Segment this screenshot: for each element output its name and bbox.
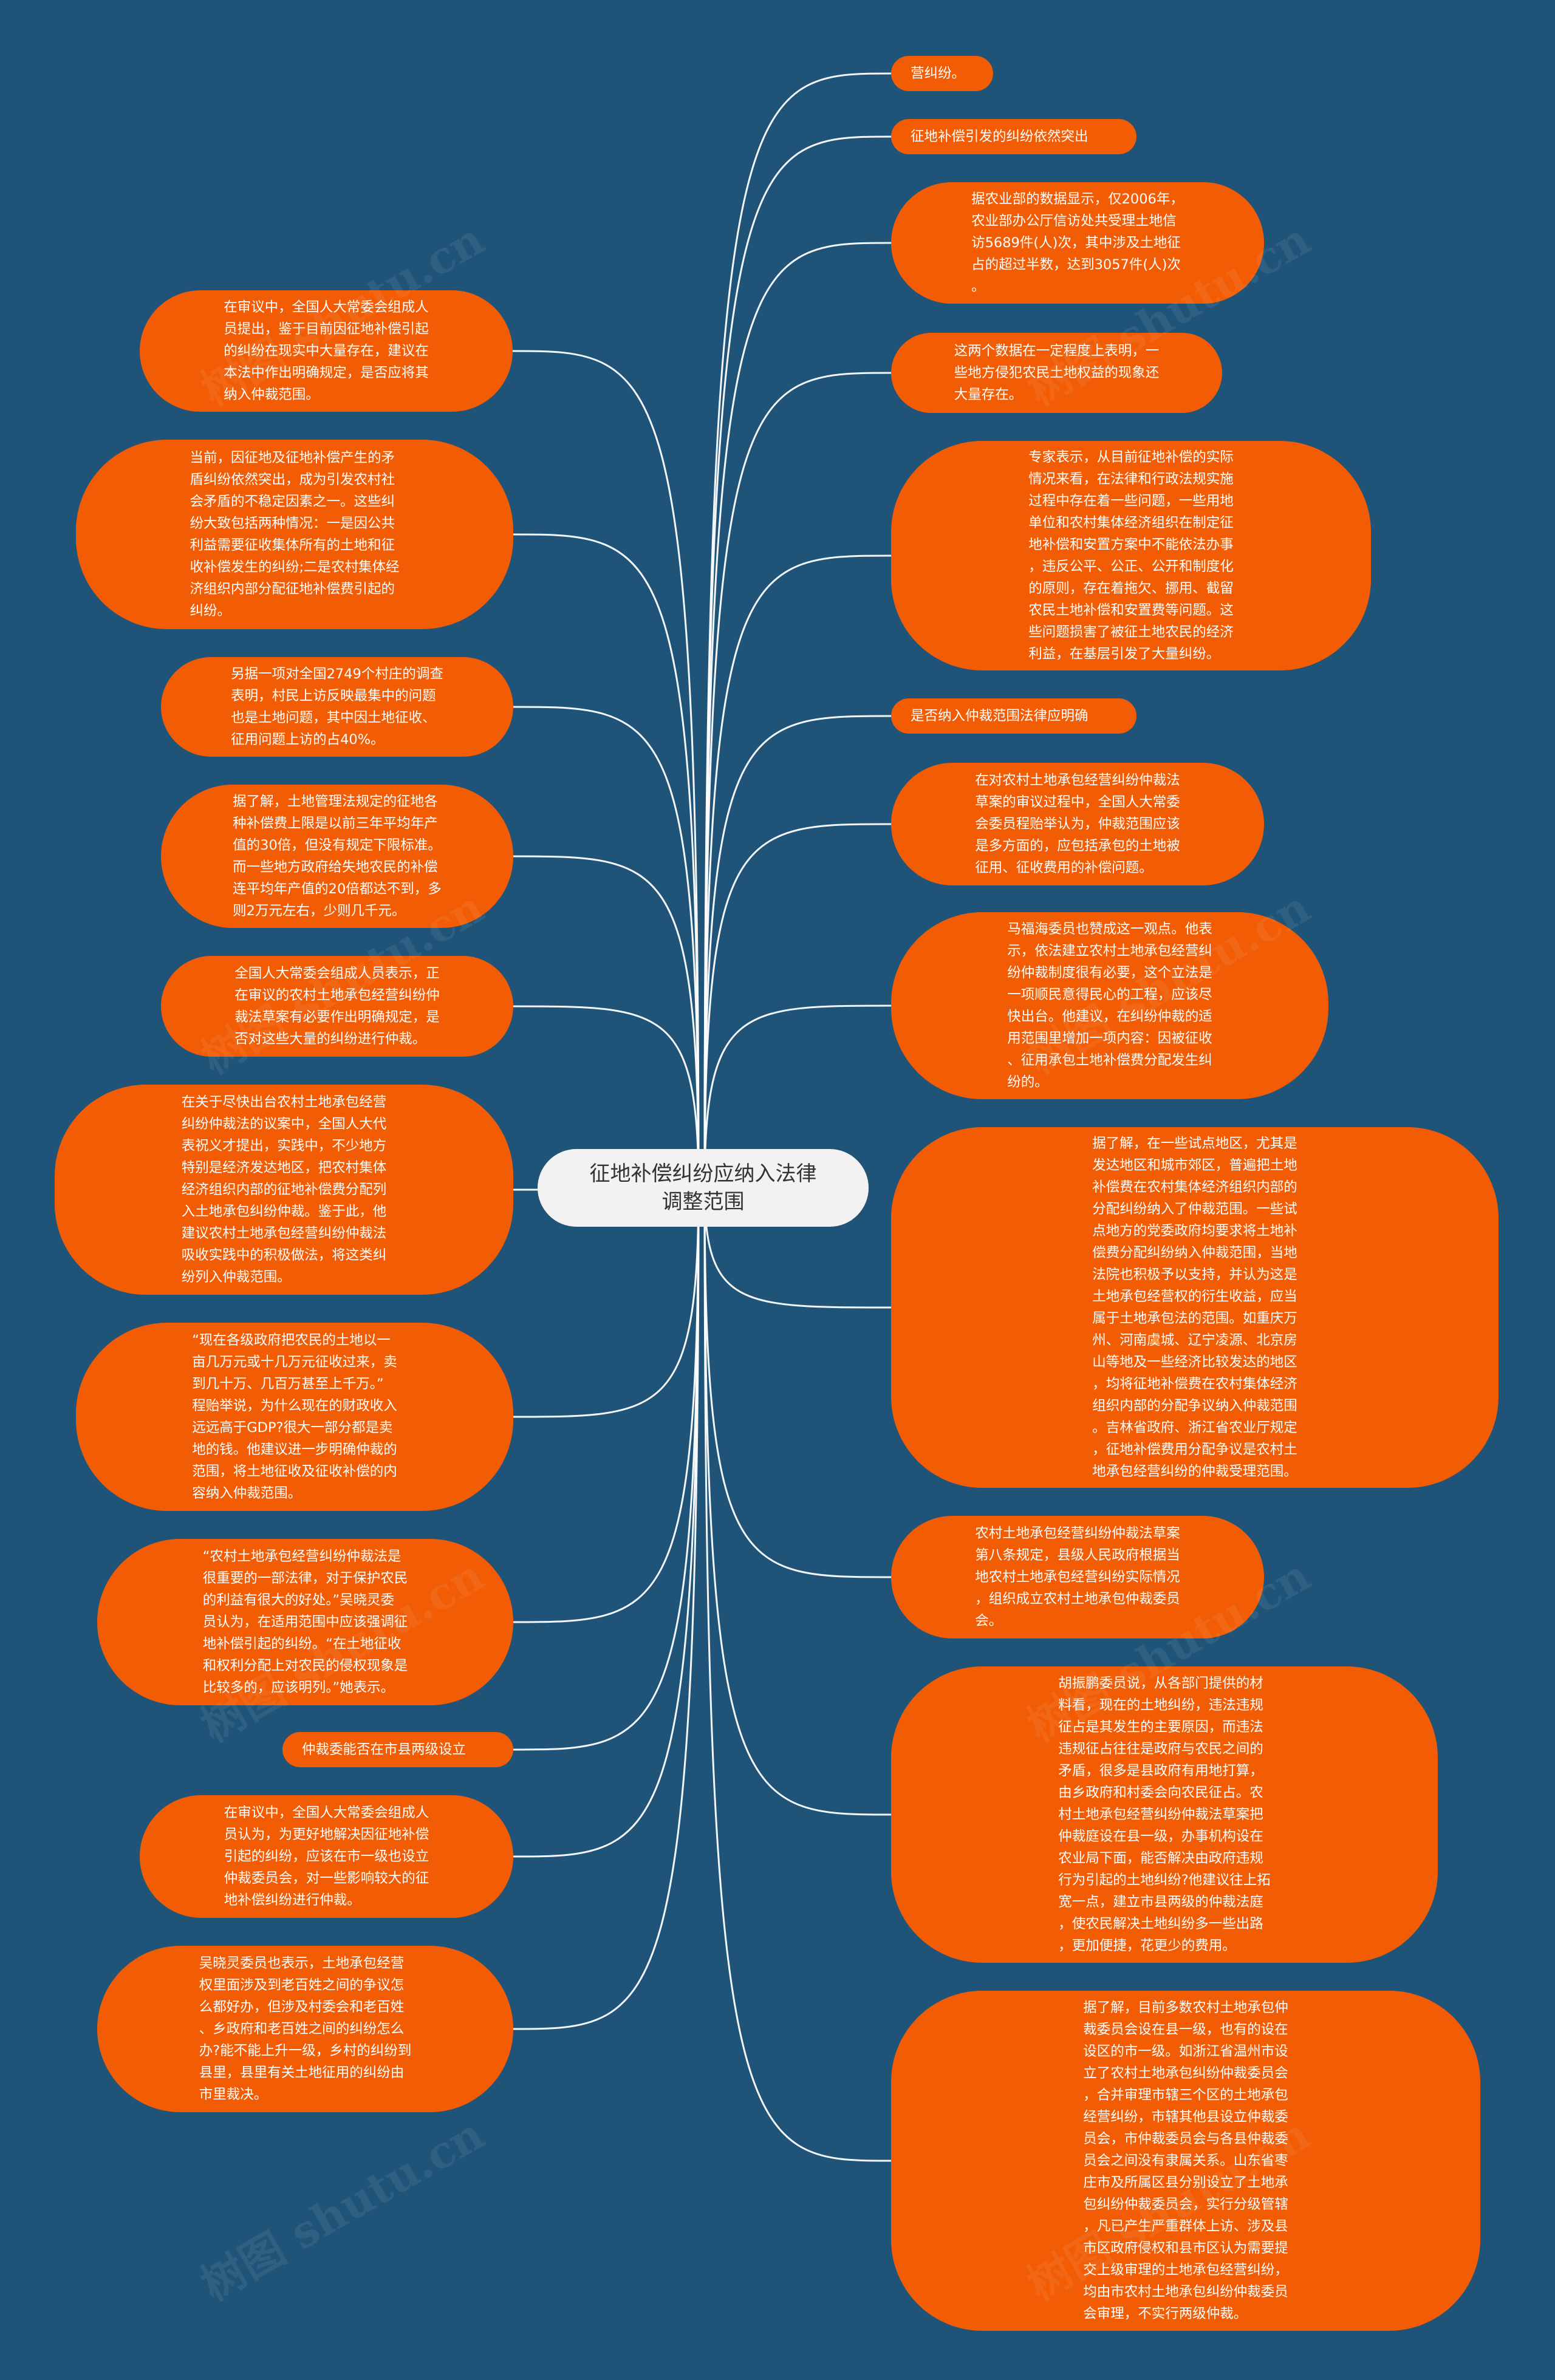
detail-node-text: “农村土地承包经营纠纷仲裁法是 很重要的一部法律，对于保护农民 的利益有很大的好… bbox=[202, 1549, 408, 1696]
detail-node[interactable]: 据了解，土地管理法规定的征地各 种补偿费上限是以前三年平均年产 值的30倍，但没… bbox=[161, 785, 513, 928]
detail-node[interactable]: 在审议中，全国人大常委会组成人 员提出，鉴于目前因征地补偿引起 的纠纷在现实中大… bbox=[140, 290, 513, 412]
detail-node[interactable]: 据了解，在一些试点地区，尤其是 发达地区和城市郊区，普遍把土地 补偿费在农村集体… bbox=[891, 1127, 1499, 1488]
connector-line bbox=[703, 1187, 892, 1578]
detail-node-text: “现在各级政府把农民的土地以一 亩几万元或十几万元征收过来，卖 到几十万、几百万… bbox=[192, 1332, 397, 1501]
connector-line bbox=[703, 1004, 892, 1188]
detail-node-text: 据了解，在一些试点地区，尤其是 发达地区和城市郊区，普遍把土地 补偿费在农村集体… bbox=[1092, 1136, 1297, 1479]
detail-node[interactable]: 马福海委员也赞成这一观点。他表 示，依法建立农村土地承包经营纠 纷仲裁制度很有必… bbox=[891, 912, 1328, 1099]
connector-line bbox=[513, 855, 700, 1188]
connector-line bbox=[513, 1187, 700, 1858]
detail-node-text: 在审议中，全国人大常委会组成人 员认为，为更好地解决因征地补偿 引起的纠纷，应该… bbox=[224, 1805, 429, 1908]
connector-line bbox=[703, 1187, 892, 1816]
detail-node[interactable]: 在关于尽快出台农村土地承包经营 纠纷仲裁法的议案中，全国人大代 表祝义才提出，实… bbox=[55, 1085, 513, 1295]
central-topic[interactable]: 征地补偿纠纷应纳入法律 调整范围 bbox=[538, 1149, 869, 1227]
connector-line bbox=[703, 72, 892, 1188]
detail-node[interactable]: 全国人大常委会组成人员表示，正 在审议的农村土地承包经营纠纷仲 裁法草案有必要作… bbox=[161, 956, 513, 1057]
central-topic-label: 征地补偿纠纷应纳入法律 调整范围 bbox=[589, 1162, 817, 1214]
detail-node-text: 吴晓灵委员也表示，土地承包经营 权里面涉及到老百姓之间的争议怎 么都好办，但涉及… bbox=[199, 1955, 412, 2102]
detail-node[interactable]: 专家表示，从目前征地补偿的实际 情况来看，在法律和行政法规实施 过程中存在着一些… bbox=[891, 441, 1371, 670]
detail-node-text: 农村土地承包经营纠纷仲裁法草案 第八条规定，县级人民政府根据当 地农村土地承包经… bbox=[975, 1526, 1180, 1629]
detail-node-text: 全国人大常委会组成人员表示，正 在审议的农村土地承包经营纠纷仲 裁法草案有必要作… bbox=[234, 966, 440, 1047]
connector-line bbox=[703, 1187, 892, 1309]
topic-node[interactable]: 征地补偿引发的纠纷依然突出 bbox=[891, 119, 1136, 154]
detail-node[interactable]: 农村土地承包经营纠纷仲裁法草案 第八条规定，县级人民政府根据当 地农村土地承包经… bbox=[891, 1516, 1264, 1638]
topic-node[interactable]: 是否纳入仲裁范围法律应明确 bbox=[891, 698, 1136, 734]
connector-line bbox=[703, 135, 892, 1188]
detail-node[interactable]: 吴晓灵委员也表示，土地承包经营 权里面涉及到老百姓之间的争议怎 么都好办，但涉及… bbox=[97, 1946, 513, 2112]
connector-line bbox=[513, 706, 700, 1188]
detail-node-text: 马福海委员也赞成这一观点。他表 示，依法建立农村土地承包经营纠 纷仲裁制度很有必… bbox=[1007, 921, 1212, 1090]
topic-node-text: 是否纳入仲裁范围法律应明确 bbox=[911, 708, 1088, 724]
connector-line bbox=[703, 823, 892, 1188]
detail-node[interactable]: 在对农村土地承包经营纠纷仲裁法 草案的审议过程中，全国人大常委 会委员程贻举认为… bbox=[891, 763, 1264, 885]
detail-node[interactable]: “农村土地承包经营纠纷仲裁法是 很重要的一部法律，对于保护农民 的利益有很大的好… bbox=[97, 1539, 513, 1705]
connector-line bbox=[513, 1005, 700, 1188]
detail-node[interactable]: “现在各级政府把农民的土地以一 亩几万元或十几万元征收过来，卖 到几十万、几百万… bbox=[76, 1323, 513, 1511]
detail-node-text: 这两个数据在一定程度上表明，一 些地方侵犯农民土地权益的现象还 大量存在。 bbox=[954, 343, 1160, 403]
detail-node-text: 据了解，土地管理法规定的征地各 种补偿费上限是以前三年平均年产 值的30倍，但没… bbox=[233, 794, 442, 919]
topic-node-text: 征地补偿引发的纠纷依然突出 bbox=[911, 129, 1088, 145]
detail-node[interactable]: 据农业部的数据显示，仅2006年， 农业部办公厅信访处共受理土地信 访5689件… bbox=[891, 182, 1264, 304]
detail-node-text: 据了解，目前多数农村土地承包仲 裁委员会设在县一级，也有的设在 设区的市一级。如… bbox=[1083, 2000, 1288, 2322]
connector-line bbox=[703, 372, 892, 1188]
detail-node[interactable]: 据了解，目前多数农村土地承包仲 裁委员会设在县一级，也有的设在 设区的市一级。如… bbox=[891, 1991, 1480, 2331]
detail-node[interactable]: 另据一项对全国2749个村庄的调查 表明，村民上访反映最集中的问题 也是土地问题… bbox=[161, 657, 513, 757]
detail-node[interactable]: 这两个数据在一定程度上表明，一 些地方侵犯农民土地权益的现象还 大量存在。 bbox=[891, 333, 1222, 413]
detail-node[interactable]: 胡振鹏委员说，从各部门提供的材 料看，现在的土地纠纷，违法违规 征占是其发生的主… bbox=[891, 1666, 1438, 1963]
connector-line bbox=[513, 1187, 700, 2030]
connector-line bbox=[513, 533, 700, 1188]
connector-line bbox=[513, 1187, 700, 1623]
detail-node-text: 在审议中，全国人大常委会组成人 员提出，鉴于目前因征地补偿引起 的纠纷在现实中大… bbox=[224, 299, 429, 403]
connector-line bbox=[512, 350, 700, 1188]
connector-line bbox=[703, 715, 892, 1188]
detail-node-text: 据农业部的数据显示，仅2006年， 农业部办公厅信访处共受理土地信 访5689件… bbox=[971, 191, 1184, 295]
connector-line bbox=[703, 242, 892, 1188]
topic-node-text: 仲裁委能否在市县两级设立 bbox=[302, 1742, 466, 1758]
detail-node-text: 在对农村土地承包经营纠纷仲裁法 草案的审议过程中，全国人大常委 会委员程贻举认为… bbox=[975, 772, 1180, 876]
topic-node[interactable]: 仲裁委能否在市县两级设立 bbox=[282, 1732, 513, 1767]
detail-node-text: 在关于尽快出台农村土地承包经营 纠纷仲裁法的议案中，全国人大代 表祝义才提出，实… bbox=[181, 1094, 387, 1285]
connector-line bbox=[703, 554, 892, 1188]
topic-node[interactable]: 营纠纷。 bbox=[891, 56, 993, 91]
detail-node-text: 当前，因征地及征地补偿产生的矛 盾纠纷依然突出，成为引发农村社 会矛盾的不稳定因… bbox=[190, 450, 400, 619]
detail-node[interactable]: 当前，因征地及征地补偿产生的矛 盾纠纷依然突出，成为引发农村社 会矛盾的不稳定因… bbox=[76, 440, 513, 629]
detail-node-text: 专家表示，从目前征地补偿的实际 情况来看，在法律和行政法规实施 过程中存在着一些… bbox=[1028, 449, 1234, 662]
connector-line bbox=[703, 1187, 892, 2162]
connector-line bbox=[513, 1187, 700, 1418]
detail-node-text: 胡振鹏委员说，从各部门提供的材 料看，现在的土地纠纷，违法违规 征占是其发生的主… bbox=[1058, 1676, 1271, 1954]
topic-node-text: 营纠纷。 bbox=[911, 66, 966, 81]
connector-line bbox=[513, 1187, 700, 1751]
detail-node[interactable]: 在审议中，全国人大常委会组成人 员认为，为更好地解决因征地补偿 引起的纠纷，应该… bbox=[140, 1795, 513, 1918]
detail-node-text: 另据一项对全国2749个村庄的调查 表明，村民上访反映最集中的问题 也是土地问题… bbox=[231, 666, 443, 748]
